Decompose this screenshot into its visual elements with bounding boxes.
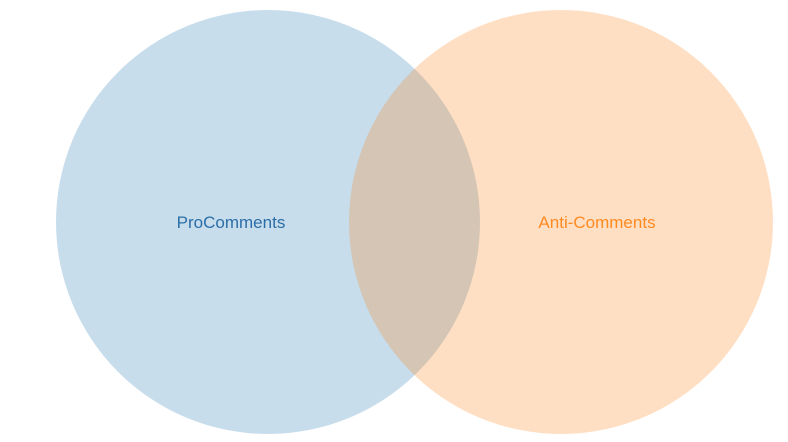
set-circle-procomments bbox=[56, 10, 480, 434]
set-circle-anti-comments bbox=[349, 10, 773, 434]
set-label-procomments: ProComments bbox=[177, 213, 286, 232]
set-label-anti-comments: Anti-Comments bbox=[538, 213, 655, 232]
